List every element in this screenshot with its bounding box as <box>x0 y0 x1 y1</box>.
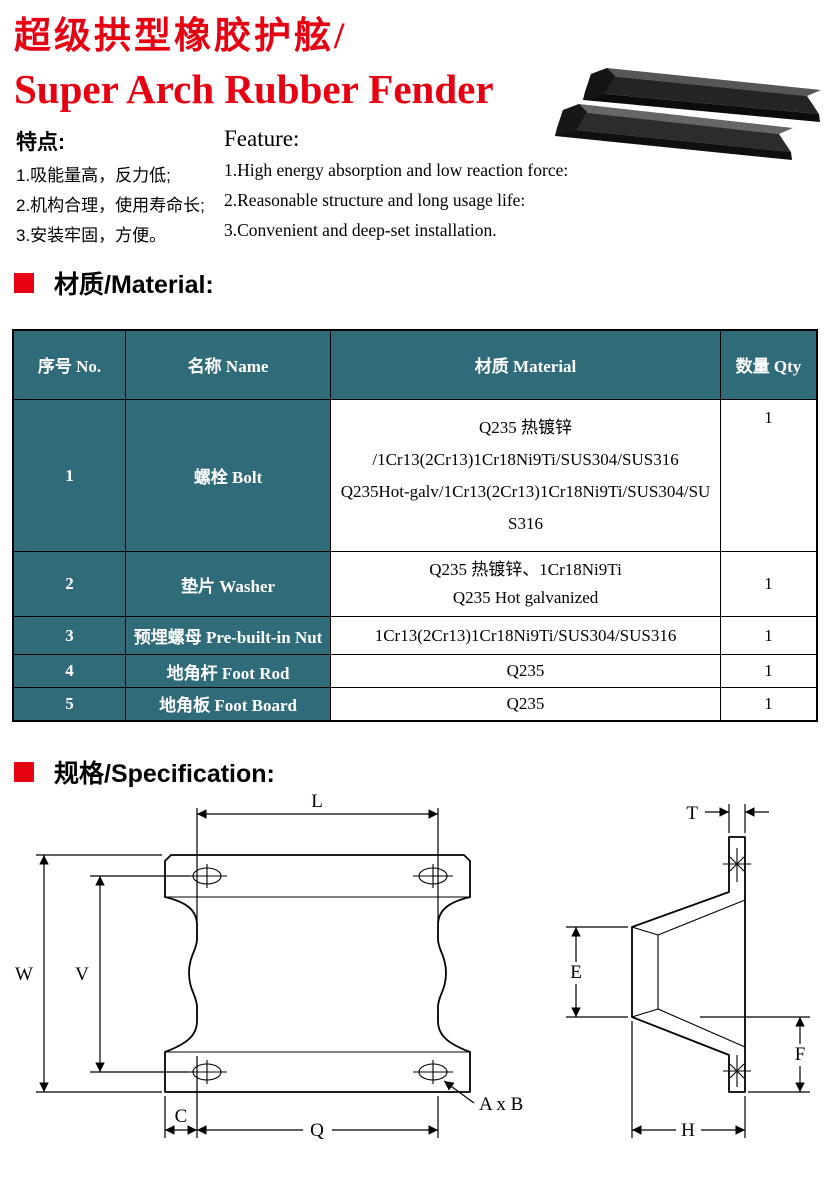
cell-qty: 1 <box>720 616 818 656</box>
cell-material: 1Cr13(2Cr13)1Cr18Ni9Ti/SUS304/SUS316 <box>330 616 721 656</box>
specification-heading-text: 规格/Specification: <box>54 759 275 788</box>
fender-photo-illustration <box>555 68 821 160</box>
cell-no: 1 <box>12 399 127 553</box>
cell-qty: 1 <box>720 687 818 722</box>
product-photo <box>545 54 830 172</box>
bolt-hole-symbol <box>413 1059 453 1084</box>
material-line: Q235 <box>506 693 545 713</box>
fender-plan-outline <box>164 853 471 1093</box>
table-row: 5 地角板 Foot Board Q235 1 <box>12 687 818 722</box>
dim-label-C: C <box>175 1106 188 1127</box>
page-title-en: Super Arch Rubber Fender <box>14 65 494 112</box>
material-heading-text: 材质/Material: <box>54 270 214 299</box>
dim-label-Q: Q <box>310 1120 324 1141</box>
dim-label-L: L <box>311 792 323 812</box>
material-line: Q235 <box>506 661 545 681</box>
col-header-material: 材质 Material <box>330 329 721 401</box>
cell-material: Q235 <box>330 654 721 689</box>
features-section: 特点: 1.吸能量高，反力低; 2.机构合理，使用寿命长; 3.安装牢固，方便。… <box>0 112 830 251</box>
table-row: 2 垫片 Washer Q235 热镀锌、1Cr18Ni9Ti Q235 Hot… <box>12 551 818 618</box>
material-line: /1Cr13(2Cr13)1Cr18Ni9Ti/SUS304/SUS316 <box>372 449 679 469</box>
cell-no: 3 <box>12 616 127 656</box>
feature-zh-item: 3.安装牢固，方便。 <box>16 225 167 245</box>
feature-zh-item: 1.吸能量高，反力低; <box>16 165 171 185</box>
bolt-hole-symbol <box>187 1059 227 1084</box>
fender-section-outline <box>631 835 746 1093</box>
feature-en-item: 1.High energy absorption and low reactio… <box>224 159 569 180</box>
cell-no: 4 <box>12 654 127 689</box>
dim-label-H: H <box>681 1120 695 1141</box>
specification-section-heading: 规格/Specification: <box>0 754 830 790</box>
features-zh-heading: 特点: <box>16 130 65 154</box>
cell-qty: 1 <box>720 551 818 618</box>
dim-label-E: E <box>570 962 582 983</box>
red-square-bullet <box>14 761 34 782</box>
specification-drawing: L W V C Q <box>0 791 830 1182</box>
rear-fender-shape <box>583 68 821 122</box>
bolt-symbol <box>723 847 751 882</box>
feature-zh-item: 2.机构合理，使用寿命长; <box>16 195 205 215</box>
table-row: 1 螺栓 Bolt Q235 热镀锌 /1Cr13(2Cr13)1Cr18Ni9… <box>12 399 818 553</box>
cell-material: Q235 热镀锌 /1Cr13(2Cr13)1Cr18Ni9Ti/SUS304/… <box>330 399 721 553</box>
features-en-heading: Feature: <box>224 125 300 151</box>
red-square-bullet <box>14 272 34 293</box>
material-section-heading: 材质/Material: <box>0 265 830 301</box>
table-header-row: 序号 No. 名称 Name 材质 Material 数量 Qty <box>12 329 818 401</box>
cell-no: 2 <box>12 551 127 618</box>
cell-name: 垫片 Washer <box>125 551 332 618</box>
cell-qty: 1 <box>720 654 818 689</box>
dim-label-AxB: A x B <box>479 1094 523 1115</box>
dim-label-V: V <box>75 964 89 985</box>
dim-label-F: F <box>795 1044 806 1065</box>
dim-label-W: W <box>15 964 33 985</box>
cell-name: 地角板 Foot Board <box>125 687 332 722</box>
material-line: 1Cr13(2Cr13)1Cr18Ni9Ti/SUS304/SUS316 <box>374 625 677 645</box>
material-line: Q235 Hot galvanized <box>452 588 599 608</box>
feature-en-item: 2.Reasonable structure and long usage li… <box>224 189 526 210</box>
dim-label-T: T <box>686 803 698 824</box>
cell-material: Q235 <box>330 687 721 722</box>
table-row: 4 地角杆 Foot Rod Q235 1 <box>12 654 818 689</box>
dimension-drawing: L W V C Q <box>15 791 810 1141</box>
material-line: Q235Hot-galv/1Cr13(2Cr13)1Cr18Ni9Ti/SUS3… <box>340 481 711 501</box>
features-zh: 特点: 1.吸能量高，反力低; 2.机构合理，使用寿命长; 3.安装牢固，方便。 <box>16 126 224 251</box>
material-line: Q235 热镀锌 <box>479 417 573 437</box>
cell-qty: 1 <box>720 399 818 553</box>
feature-en-item: 3.Convenient and deep-set installation. <box>224 219 497 240</box>
page-header: 超级拱型橡胶护舷/ Super Arch Rubber Fender <box>0 0 830 112</box>
material-table: 序号 No. 名称 Name 材质 Material 数量 Qty 1 螺栓 B… <box>12 328 818 722</box>
material-line: S316 <box>508 513 544 533</box>
bolt-symbol <box>723 1054 751 1087</box>
material-line: Q235 热镀锌、1Cr18Ni9Ti <box>429 560 622 580</box>
features-en: Feature: 1.High energy absorption and lo… <box>224 126 568 251</box>
cell-material: Q235 热镀锌、1Cr18Ni9Ti Q235 Hot galvanized <box>330 551 721 618</box>
cell-no: 5 <box>12 687 127 722</box>
col-header-qty: 数量 Qty <box>720 329 818 401</box>
col-header-no: 序号 No. <box>12 329 127 401</box>
page-title-zh: 超级拱型橡胶护舷/ <box>14 16 348 57</box>
front-fender-shape <box>555 104 793 160</box>
bolt-hole-symbol <box>413 863 453 888</box>
plan-view-drawing: L W V C Q <box>15 791 523 1141</box>
cell-name: 预埋螺母 Pre-built-in Nut <box>125 616 332 656</box>
bolt-hole-symbol <box>187 863 227 888</box>
table-row: 3 预埋螺母 Pre-built-in Nut 1Cr13(2Cr13)1Cr1… <box>12 616 818 656</box>
col-header-name: 名称 Name <box>125 329 332 401</box>
cell-name: 地角杆 Foot Rod <box>125 654 332 689</box>
section-view-drawing: T E F H <box>566 803 810 1141</box>
cell-name: 螺栓 Bolt <box>125 399 332 553</box>
